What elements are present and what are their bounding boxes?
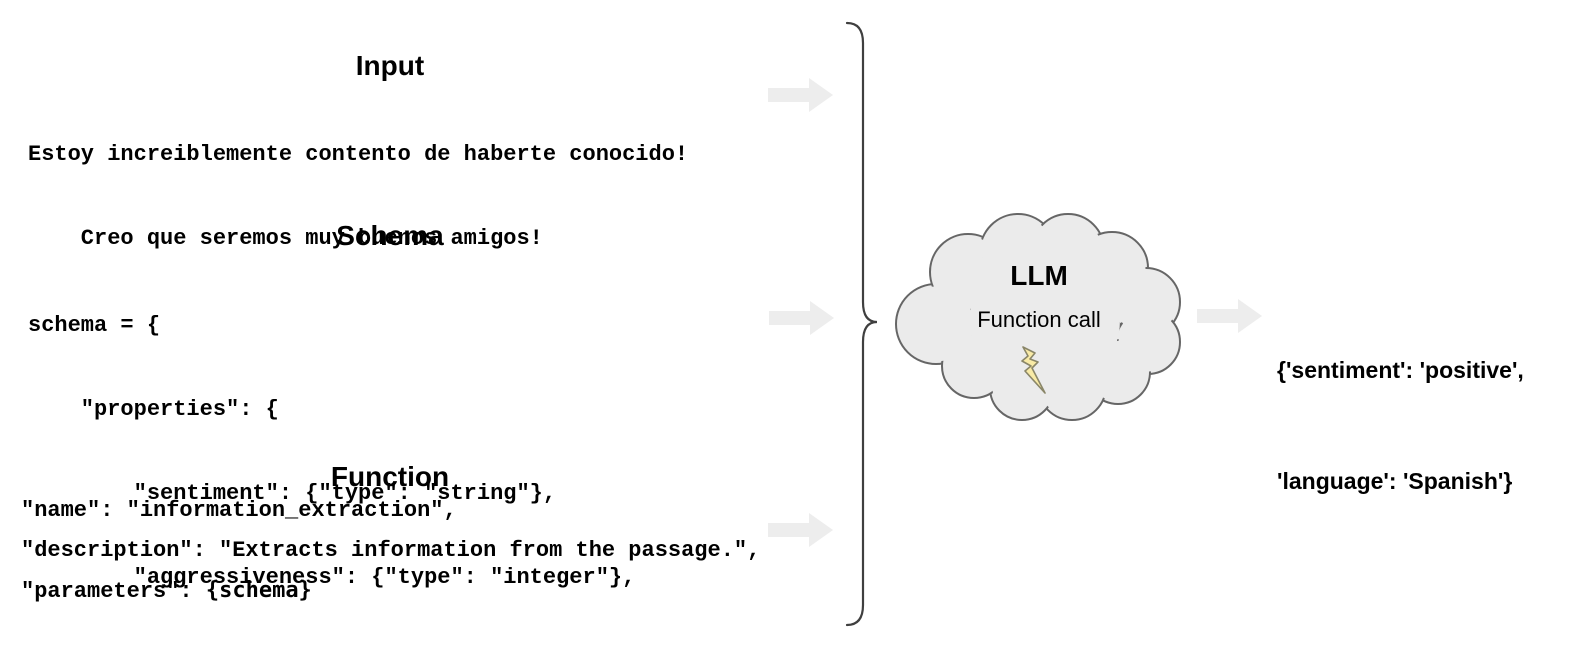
right-arrow-icon bbox=[1197, 299, 1262, 333]
schema-code-line: "properties": { bbox=[28, 397, 279, 422]
input-text-line: Creo que seremos muy buenos amigos! bbox=[28, 226, 543, 251]
function-code-line: "name": "information_extraction", bbox=[21, 498, 457, 523]
curly-brace bbox=[845, 21, 878, 627]
function-parameters-arg: {schema} bbox=[205, 578, 312, 603]
lightning-bolt-icon bbox=[1021, 346, 1046, 394]
input-text-line: Estoy increiblemente contento de haberte… bbox=[28, 142, 689, 167]
input-text-block: Estoy increiblemente contento de haberte… bbox=[28, 85, 688, 309]
schema-code-line: "sentiment": {"type": "string"}, bbox=[28, 481, 557, 506]
schema-code-line: schema = { bbox=[28, 313, 161, 338]
function-section-title: Function bbox=[330, 461, 450, 492]
llm-title: LLM bbox=[1010, 260, 1068, 291]
right-arrow-icon bbox=[768, 78, 833, 112]
output-result-block: {'sentiment': 'positive', 'language': 'S… bbox=[1277, 278, 1524, 574]
output-result-line: {'sentiment': 'positive', bbox=[1277, 357, 1524, 383]
llm-subtitle: Function call bbox=[977, 307, 1101, 332]
function-code-line: "description": "Extracts information fro… bbox=[21, 538, 761, 563]
schema-section-title: Schema bbox=[336, 220, 444, 251]
schema-code-block: schema = { "properties": { "sentiment": … bbox=[28, 256, 635, 647]
function-parameters-prefix: "parameters": bbox=[21, 579, 206, 604]
right-arrow-icon bbox=[768, 513, 833, 547]
right-arrow-icon bbox=[769, 301, 834, 335]
output-result-line: 'language': 'Spanish'} bbox=[1277, 468, 1513, 494]
input-section-title: Input bbox=[355, 50, 425, 81]
function-code-line: "parameters": {schema} bbox=[21, 577, 312, 606]
llm-cloud-shape bbox=[895, 213, 1181, 421]
schema-code-line: "aggressiveness": {"type": "integer"}, bbox=[28, 565, 636, 590]
